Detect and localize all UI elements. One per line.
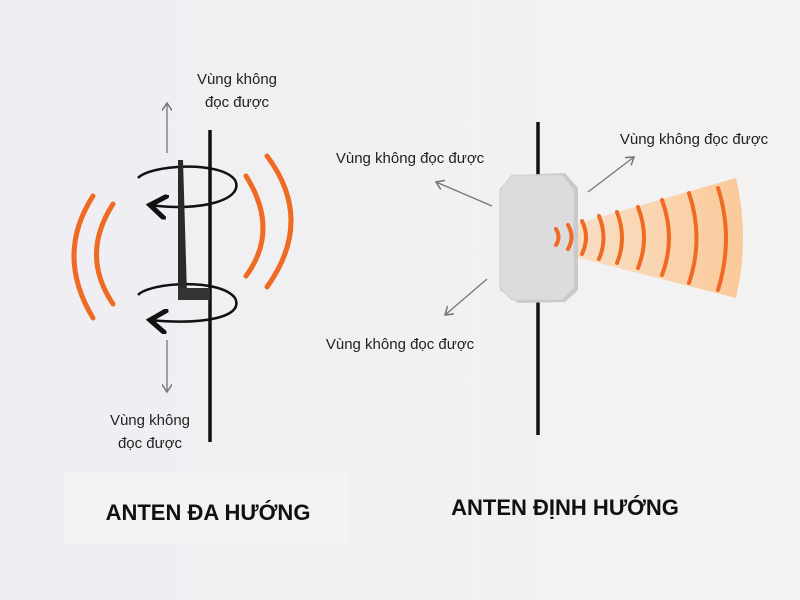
wave-right-inner: [243, 173, 266, 279]
wave-left-inner: [94, 201, 116, 307]
beam-wave: [636, 205, 646, 270]
rotation-arrow-bottom: [137, 282, 238, 321]
beam-wave: [580, 219, 588, 256]
omni-label-bottom-line1: Vùng không: [110, 412, 190, 429]
omni-label-top-line1: Vùng không: [197, 71, 277, 88]
beam-wave: [554, 227, 561, 247]
omni-title: ANTEN ĐA HƯỚNG: [106, 500, 311, 525]
omni-label-top-line2: đọc được: [205, 94, 270, 111]
omni-antenna-base: [178, 288, 210, 300]
rotation-arrow-top: [137, 165, 238, 207]
directional-label-top-left: Vùng không đọc được: [336, 150, 485, 167]
panel-antenna: [499, 174, 575, 301]
directional-label-bottom-left: Vùng không đọc được: [326, 336, 475, 353]
omni-title-panel: [65, 472, 350, 544]
beam-wave: [615, 210, 624, 265]
beam-wave: [687, 191, 699, 285]
beam-wave: [660, 198, 671, 277]
directional-label-top-right: Vùng không đọc được: [620, 131, 769, 148]
beam-wave: [566, 223, 574, 251]
wave-left-outer: [71, 193, 96, 321]
omni-antenna-whip: [178, 160, 187, 298]
omni-antenna-illustration: [71, 103, 294, 442]
arrow-up-right: [587, 157, 634, 193]
directional-antenna-illustration: [436, 122, 743, 435]
beam-wave: [597, 214, 606, 261]
omni-label-bottom-line2: đọc được: [118, 435, 183, 452]
beam-wave: [716, 186, 728, 292]
wave-right-outer: [264, 153, 294, 290]
arrow-down-left: [445, 278, 488, 315]
directional-title: ANTEN ĐỊNH HƯỚNG: [451, 495, 679, 520]
arrow-up-left: [436, 182, 493, 207]
